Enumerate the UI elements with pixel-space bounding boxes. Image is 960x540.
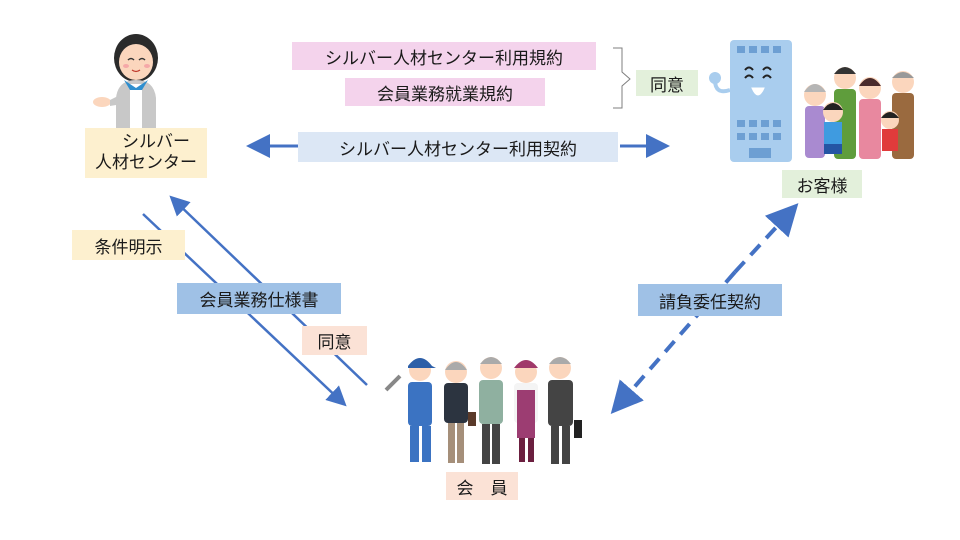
customer-illustration bbox=[705, 40, 920, 165]
members-illustration bbox=[378, 350, 583, 468]
agreement-bracket bbox=[613, 47, 631, 109]
usage-terms-label: シルバー人材センター利用規約 bbox=[292, 42, 596, 70]
center-label-line2: 人材センター bbox=[95, 153, 197, 173]
contract-dashed-arrow-up bbox=[733, 203, 799, 274]
conditions-label: 条件明示 bbox=[72, 230, 185, 260]
member-spec-label: 会員業務仕様書 bbox=[177, 283, 341, 314]
contract-type-label: 請負委任契約 bbox=[638, 284, 782, 316]
customer-label: お客様 bbox=[782, 170, 862, 198]
agree-top-label: 同意 bbox=[636, 70, 698, 96]
agree-bottom-label: 同意 bbox=[302, 326, 367, 355]
member-terms-label: 会員業務就業規約 bbox=[345, 78, 545, 106]
center-label: シルバー 人材センター bbox=[85, 128, 207, 178]
center-staff-illustration bbox=[92, 28, 172, 128]
center-label-line1: シルバー bbox=[122, 132, 190, 152]
member-label: 会 員 bbox=[446, 472, 518, 500]
usage-contract-label: シルバー人材センター利用契約 bbox=[298, 132, 618, 162]
